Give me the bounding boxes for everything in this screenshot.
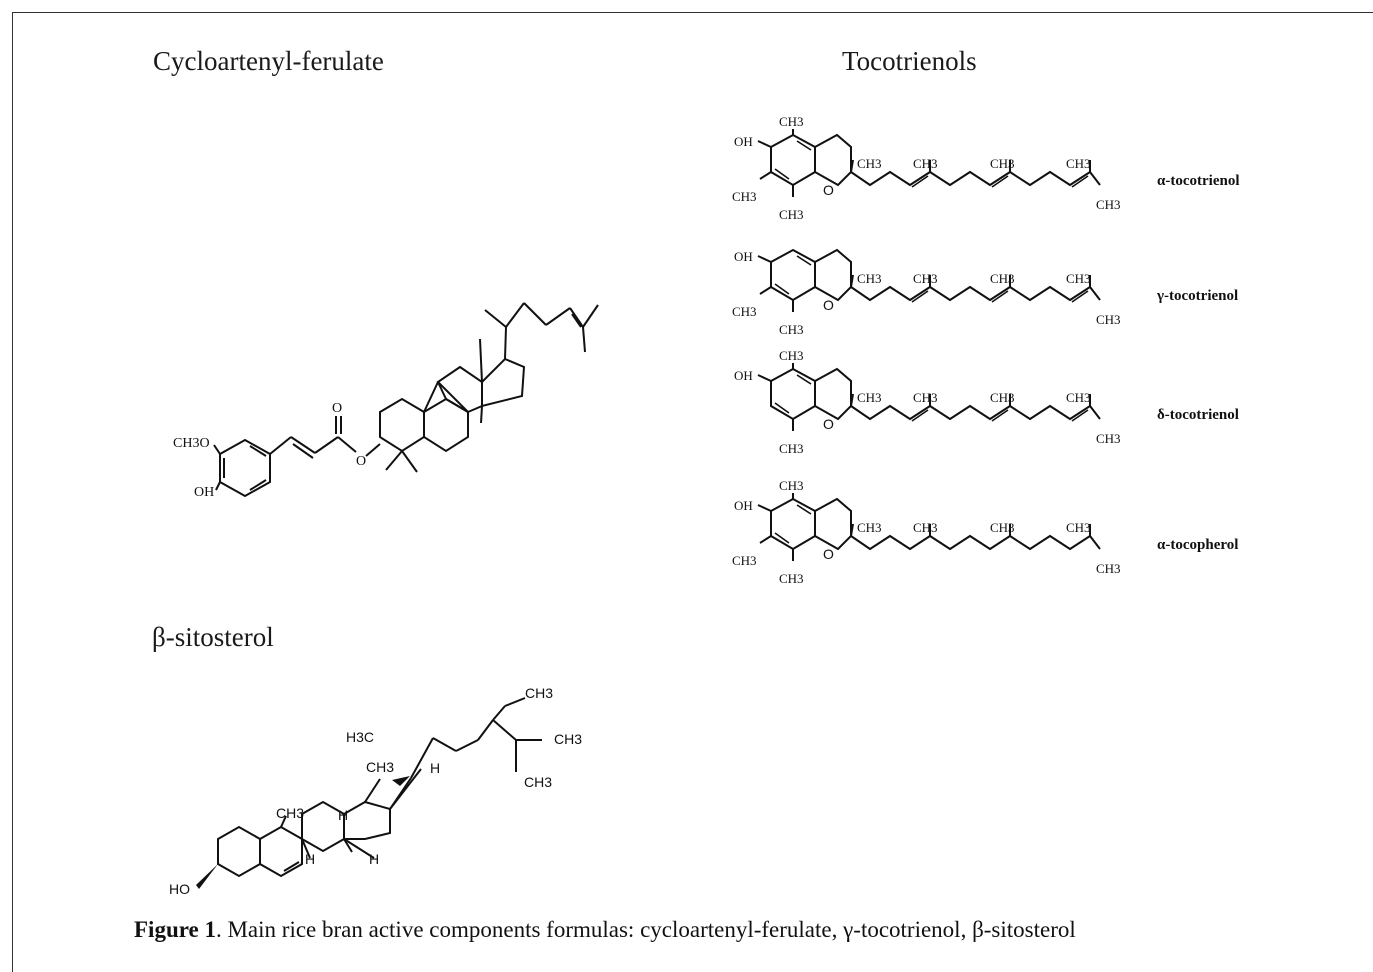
svg-text:CH3: CH3 [276, 805, 304, 821]
svg-text:CH3: CH3 [1066, 271, 1091, 286]
svg-text:CH3: CH3 [779, 114, 804, 129]
ester-oxygen-label: O [356, 454, 366, 469]
hydroxyl-label: OH [194, 485, 214, 500]
methoxy-label: CH3O [173, 436, 210, 451]
svg-text:CH3: CH3 [857, 156, 882, 171]
svg-text:CH3: CH3 [525, 685, 553, 701]
svg-text:O: O [823, 546, 834, 562]
svg-text:CH3: CH3 [1096, 431, 1121, 446]
figure-frame [12, 12, 1373, 972]
svg-text:H: H [305, 851, 315, 867]
caption-text: . Main rice bran active components formu… [215, 917, 1076, 942]
label-alpha-tocopherol: α-tocopherol [1157, 537, 1239, 553]
svg-text:CH3: CH3 [913, 156, 938, 171]
svg-text:HO: HO [169, 881, 190, 897]
svg-text:O: O [823, 182, 834, 198]
svg-text:CH3: CH3 [779, 348, 804, 363]
svg-text:CH3: CH3 [1096, 561, 1121, 576]
svg-text:CH3: CH3 [857, 520, 882, 535]
carbonyl-oxygen-label: O [332, 401, 342, 416]
svg-text:CH3: CH3 [524, 774, 552, 790]
svg-text:CH3: CH3 [857, 271, 882, 286]
svg-text:OH: OH [734, 368, 753, 383]
figure-label: Figure 1 [134, 917, 216, 942]
svg-text:CH3: CH3 [554, 731, 582, 747]
svg-text:OH: OH [734, 498, 753, 513]
svg-text:H: H [338, 807, 348, 823]
svg-text:OH: OH [734, 134, 753, 149]
delta-tocotrienol-structure: OH CH3 CH3 O CH3 CH3 CH3 CH3 CH3 [734, 348, 1121, 456]
figure-caption: Figure 1. Main rice bran active componen… [134, 917, 1076, 943]
svg-text:CH3: CH3 [1096, 312, 1121, 327]
svg-text:CH3: CH3 [1066, 390, 1091, 405]
svg-text:CH3: CH3 [732, 304, 757, 319]
svg-text:H: H [430, 760, 440, 776]
svg-text:CH3: CH3 [857, 390, 882, 405]
heading-beta-sitosterol: β-sitosterol [152, 622, 274, 652]
label-alpha-tocotrienol: α-tocotrienol [1157, 173, 1240, 189]
heading-tocotrienols: Tocotrienols [842, 46, 977, 76]
svg-text:CH3: CH3 [779, 322, 804, 337]
svg-text:O: O [823, 416, 834, 432]
svg-text:CH3: CH3 [990, 520, 1015, 535]
svg-text:CH3: CH3 [913, 390, 938, 405]
svg-text:CH3: CH3 [913, 271, 938, 286]
svg-text:CH3: CH3 [779, 207, 804, 222]
svg-text:CH3: CH3 [732, 553, 757, 568]
svg-text:O: O [823, 297, 834, 313]
alpha-tocopherol-structure: OH CH3 CH3 CH3 O CH3 CH3 CH3 CH3 CH3 [732, 478, 1121, 586]
label-delta-tocotrienol: δ-tocotrienol [1157, 407, 1239, 423]
svg-text:CH3: CH3 [1066, 156, 1091, 171]
svg-text:CH3: CH3 [779, 441, 804, 456]
svg-text:CH3: CH3 [366, 759, 394, 775]
svg-text:CH3: CH3 [990, 271, 1015, 286]
svg-text:CH3: CH3 [779, 571, 804, 586]
svg-text:CH3: CH3 [990, 390, 1015, 405]
svg-text:CH3: CH3 [913, 520, 938, 535]
svg-text:H: H [369, 851, 379, 867]
alpha-tocotrienol-structure: OH CH3 CH3 CH3 O CH3 CH3 CH3 CH3 CH3 [732, 114, 1121, 222]
svg-text:CH3: CH3 [779, 478, 804, 493]
svg-text:H3C: H3C [346, 729, 374, 745]
label-gamma-tocotrienol: γ-tocotrienol [1157, 288, 1239, 304]
svg-text:OH: OH [734, 249, 753, 264]
gamma-tocotrienol-structure: OH CH3 CH3 O CH3 CH3 CH3 CH3 CH3 [732, 249, 1121, 337]
svg-text:CH3: CH3 [990, 156, 1015, 171]
svg-text:CH3: CH3 [732, 189, 757, 204]
svg-text:CH3: CH3 [1066, 520, 1091, 535]
heading-cycloartenyl-ferulate: Cycloartenyl-ferulate [153, 46, 384, 76]
svg-text:CH3: CH3 [1096, 197, 1121, 212]
